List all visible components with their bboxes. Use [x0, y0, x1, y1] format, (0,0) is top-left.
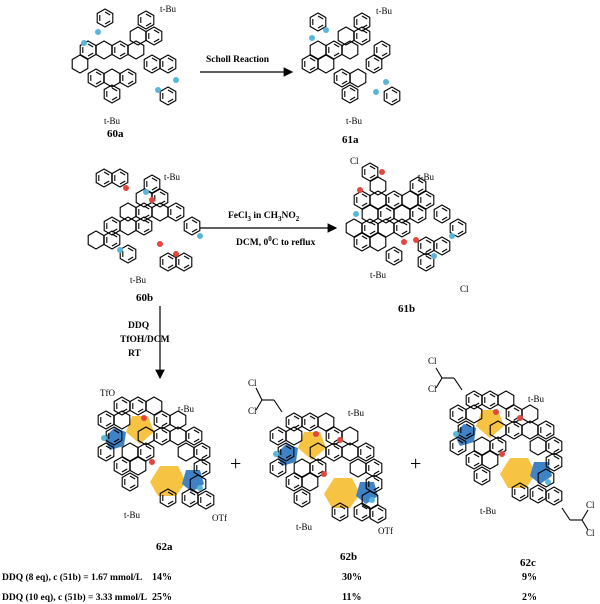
- compound-label-61a: 61a: [342, 134, 359, 146]
- yield-62c-1: 9%: [522, 572, 537, 583]
- reaction-conditions: Scholl Reaction: [206, 55, 270, 65]
- molecule-60a: [71, 8, 179, 106]
- reaction-conditions: DDQ: [128, 321, 149, 331]
- reaction-conditions: TfOH/DCM: [120, 335, 170, 345]
- tbu-label: t-Bu: [370, 270, 387, 280]
- tbu-label: t-Bu: [104, 116, 121, 126]
- chloro-label: Cl: [460, 284, 469, 294]
- compound-label-60b: 60b: [136, 292, 153, 304]
- substituent-label: OTf: [378, 526, 393, 536]
- chloro-label: Cl: [586, 528, 595, 538]
- tbu-label: t-Bu: [348, 408, 365, 418]
- yield-62b-1: 30%: [342, 572, 362, 583]
- reaction-conditions: RT: [128, 349, 142, 359]
- chloro-label: Cl: [428, 384, 437, 394]
- chloro-label: Cl: [248, 406, 257, 416]
- compound-label-62c: 62c: [520, 557, 536, 569]
- tbu-label: t-Bu: [528, 394, 545, 404]
- plus-sign: +: [230, 453, 241, 475]
- yield-62a-1: 14%: [152, 572, 172, 583]
- yield-62b-2: 11%: [342, 592, 361, 603]
- tbu-label: t-Bu: [346, 116, 363, 126]
- molecule-62b: [255, 387, 387, 524]
- reaction-conditions: DCM, 00C to reflux: [236, 235, 316, 248]
- molecule-61b: [345, 162, 467, 272]
- substituent-label: TfO: [100, 388, 115, 398]
- molecule-61a: [301, 12, 401, 106]
- compound-label-60a: 60a: [107, 128, 124, 140]
- tbu-label: t-Bu: [124, 510, 141, 520]
- yield-condition-1: DDQ (8 eq), c (51b) = 1.67 mmol/L: [2, 572, 142, 583]
- compound-label-62b: 62b: [340, 551, 357, 563]
- compound-label-62a: 62a: [156, 541, 173, 553]
- tbu-label: t-Bu: [296, 522, 313, 532]
- plus-sign: +: [410, 453, 421, 475]
- tbu-label: t-Bu: [130, 275, 147, 285]
- tbu-label: t-Bu: [178, 404, 195, 414]
- tbu-label: t-Bu: [480, 506, 497, 516]
- substituent-label: OTf: [212, 513, 227, 523]
- reaction-conditions: FeCl3 in CH3NO2: [228, 211, 300, 223]
- tbu-label: t-Bu: [418, 172, 435, 182]
- tbu-label: t-Bu: [376, 6, 393, 16]
- molecule-62a: [97, 396, 215, 510]
- molecule-60b: [87, 168, 203, 272]
- compound-label-61b: 61b: [398, 303, 415, 315]
- molecule-62c: [435, 367, 589, 531]
- yield-62a-2: 25%: [152, 592, 172, 603]
- chloro-label: Cl: [586, 500, 595, 510]
- chloro-label: Cl: [248, 378, 257, 388]
- chloro-label: Cl: [428, 356, 437, 366]
- chloro-label: Cl: [350, 156, 359, 166]
- tbu-label: t-Bu: [160, 4, 177, 14]
- yield-condition-2: DDQ (10 eq), c (51b) = 3.33 mmol/L: [2, 592, 147, 603]
- tbu-label: t-Bu: [164, 172, 181, 182]
- yield-62c-2: 2%: [522, 592, 537, 603]
